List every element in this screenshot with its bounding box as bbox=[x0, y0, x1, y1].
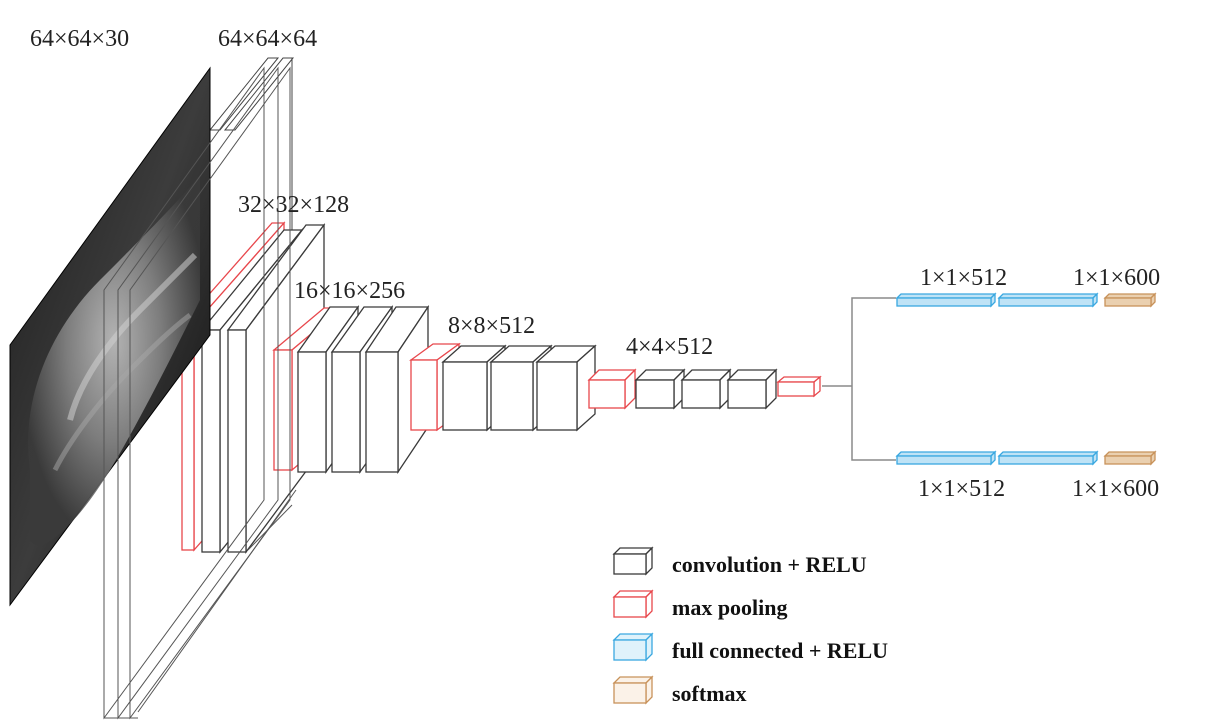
conv2-conv-b-front-face bbox=[228, 330, 246, 552]
softmax-bottom-front-face bbox=[1105, 456, 1151, 464]
legend-swatch-2 bbox=[614, 591, 652, 617]
conv5-conv-b-front-face bbox=[682, 380, 720, 408]
layer-blocks bbox=[182, 58, 1155, 552]
fc-top-1 bbox=[897, 294, 995, 306]
conv5-pool-front-face bbox=[589, 380, 625, 408]
conv5-pool bbox=[589, 370, 635, 408]
conv4-conv-c bbox=[537, 346, 595, 430]
legend-item: full connected + RELU bbox=[614, 634, 888, 663]
branch-connector bbox=[852, 298, 896, 460]
conv3-conv-a-front-face bbox=[298, 352, 326, 472]
fc-bottom-2 bbox=[999, 452, 1097, 464]
fc-top-dimension-label: 1×1×512 bbox=[920, 265, 1007, 291]
legend-swatch-4 bbox=[614, 677, 652, 703]
fc-bottom-dimension-label: 1×1×512 bbox=[918, 476, 1005, 502]
conv5-dimension-label: 4×4×512 bbox=[626, 334, 713, 360]
softmax-top-front-face bbox=[1105, 298, 1151, 306]
legend-swatch-2-front-face bbox=[614, 597, 646, 617]
conv3-conv-b-front-face bbox=[332, 352, 360, 472]
conv2-conv-a-front-face bbox=[202, 330, 220, 552]
conv3-conv-c-front-face bbox=[366, 352, 398, 472]
legend-swatch-3 bbox=[614, 634, 652, 660]
legend-swatch-icon bbox=[614, 548, 652, 574]
conv2-dimension-label: 32×32×128 bbox=[238, 192, 349, 218]
softmax-bottom bbox=[1105, 452, 1155, 464]
conv4-conv-b-front-face bbox=[491, 362, 533, 430]
conv4-pool-front-face bbox=[411, 360, 437, 430]
final-pool bbox=[778, 377, 820, 396]
legend-swatch-icon bbox=[614, 591, 652, 617]
legend-label: softmax bbox=[672, 681, 747, 706]
fc-bottom-1-front-face bbox=[897, 456, 991, 464]
fc-top-2 bbox=[999, 294, 1097, 306]
legend-item: convolution + RELU bbox=[614, 548, 867, 577]
conv1-dimension-label: 64×64×64 bbox=[218, 26, 317, 52]
conv4-dimension-label: 8×8×512 bbox=[448, 313, 535, 339]
legend-swatch-icon bbox=[614, 634, 652, 660]
legend-swatch-4-front-face bbox=[614, 683, 646, 703]
legend-swatch-3-front-face bbox=[614, 640, 646, 660]
legend-label: full connected + RELU bbox=[672, 638, 888, 663]
legend-label: convolution + RELU bbox=[672, 552, 867, 577]
legend-item: softmax bbox=[614, 677, 747, 706]
conv3-pool-front-face bbox=[274, 350, 292, 470]
softmax-top bbox=[1105, 294, 1155, 306]
final-pool-top-face bbox=[778, 377, 820, 382]
legend-label: max pooling bbox=[672, 595, 788, 620]
legend-swatch-1-front-face bbox=[614, 554, 646, 574]
legend: convolution + RELU max pooling full connec… bbox=[614, 548, 888, 706]
conv5-conv-c bbox=[728, 370, 776, 408]
fc-bottom-1 bbox=[897, 452, 995, 464]
conv5-conv-a bbox=[636, 370, 684, 408]
conv3-dimension-label: 16×16×256 bbox=[294, 278, 405, 304]
final-pool-front-face bbox=[778, 382, 814, 396]
conv4-conv-c-front-face bbox=[537, 362, 577, 430]
legend-swatch-icon bbox=[614, 677, 652, 703]
conv4-conv-a-front-face bbox=[443, 362, 487, 430]
fc-bottom-2-front-face bbox=[999, 456, 1093, 464]
input-dimension-label: 64×64×30 bbox=[30, 26, 129, 52]
conv5-conv-b bbox=[682, 370, 730, 408]
conv5-conv-a-front-face bbox=[636, 380, 674, 408]
softmax-bottom-dimension-label: 1×1×600 bbox=[1072, 476, 1159, 502]
fc-top-2-front-face bbox=[999, 298, 1093, 306]
conv5-conv-c-front-face bbox=[728, 380, 766, 408]
input-mri-slice bbox=[10, 0, 210, 605]
fc-top-1-front-face bbox=[897, 298, 991, 306]
softmax-top-dimension-label: 1×1×600 bbox=[1073, 265, 1160, 291]
legend-item: max pooling bbox=[614, 591, 788, 620]
legend-swatch-1 bbox=[614, 548, 652, 574]
